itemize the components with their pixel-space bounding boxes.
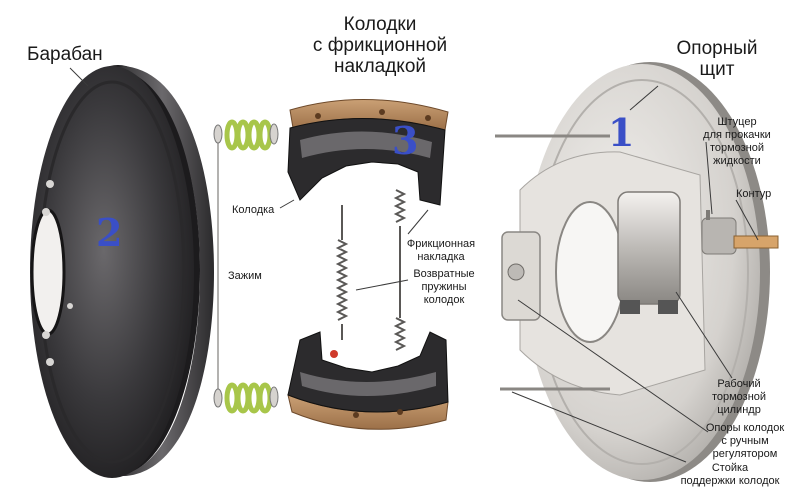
label-return-springs-line3: колодок [423,294,465,306]
label-clamp: Зажим [228,270,262,283]
label-support-post-line2: поддержки колодок [680,475,780,487]
label-shoe-supports-line2: с ручным [721,435,769,447]
label-shoes-title: Колодки с фрикционной накладкой [300,14,460,77]
clamp-assembly [213,119,279,414]
part-number-shoes: 3 [392,118,419,163]
label-backing-plate: Опорный щит [662,38,772,80]
brake-shoes [287,98,449,430]
label-friction-lining: Фрикционная накладка [400,238,482,264]
return-springs [335,189,407,351]
label-shoe-supports: Опоры колодок с ручным регулятором [700,422,790,461]
clamp-spring-top [224,119,273,151]
label-bleeder-line2: для прокачки [703,129,771,141]
label-backing-plate-line1: Опорный [676,38,758,59]
backing-plate [495,62,779,482]
label-friction-lining-line2: накладка [417,251,465,263]
leader-lines [69,67,759,463]
label-bleeder-line3: тормозной [709,142,765,154]
label-return-springs-line1: Возвратные [413,268,475,280]
label-contour: Контур [736,188,772,200]
label-return-springs: Возвратные пружины колодок [404,268,484,307]
label-wheel-cylinder-line3: цилиндр [717,404,761,416]
drum [30,65,214,478]
label-drum: Барабан [27,44,103,65]
label-shoe: Колодка [232,204,275,216]
label-wheel-cylinder-line1: Рабочий [717,378,761,390]
label-bleeder-line4: жидкости [713,155,761,167]
label-bleeder: Штуцер для прокачки тормозной жидкости [684,116,790,168]
label-support-post-line1: Стойка [711,462,749,474]
label-wheel-cylinder-line2: тормозной [711,391,767,403]
label-shoes-title-line3: накладкой [333,56,427,77]
label-shoe-supports-line1: Опоры колодок [705,422,785,434]
label-return-springs-line2: пружины [421,281,467,293]
clamp-spring-bottom [224,382,273,414]
label-wheel-cylinder: Рабочий тормозной цилиндр [698,378,780,417]
label-friction-lining-line1: Фрикционная [406,238,476,250]
part-number-drum: 2 [96,210,123,255]
label-shoes-title-line1: Колодки [343,14,417,35]
label-backing-plate-line2: щит [699,59,735,80]
label-bleeder-line1: Штуцер [717,116,757,128]
label-shoes-title-line2: с фрикционной [312,35,448,56]
label-support-post: Стойка поддержки колодок [676,462,784,488]
label-shoe-supports-line3: регулятором [712,448,778,460]
part-number-plate: 1 [608,110,635,155]
